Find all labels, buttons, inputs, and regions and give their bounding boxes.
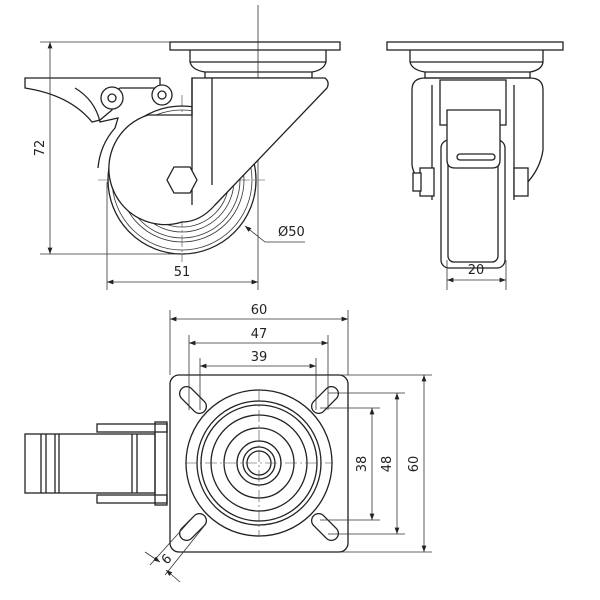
- height-dimension-label: 72: [33, 140, 48, 157]
- front-view: 20: [386, 41, 564, 290]
- outer-hole-y-label: 48: [380, 456, 395, 473]
- bottom-view: 60 47 39 38 48 60 6: [24, 303, 432, 583]
- mounting-slots: [178, 385, 340, 542]
- slot-width-arrow-b: [165, 569, 181, 583]
- fork-front: [411, 77, 544, 186]
- inner-hole-y-label: 38: [355, 456, 370, 473]
- nut-left: [419, 167, 435, 197]
- outer-hole-x-label: 47: [251, 327, 268, 342]
- brake-lever-bottom: [24, 421, 168, 506]
- wheel-width-label: 20: [468, 263, 485, 278]
- nut-right: [513, 167, 529, 197]
- diameter-leader: [244, 225, 305, 243]
- inner-hole-x-label: 39: [251, 350, 268, 365]
- plate-width-label: 60: [251, 303, 268, 318]
- plate-height-label: 60: [407, 456, 422, 473]
- offset-dimension-label: 51: [174, 265, 191, 280]
- fork-side: [108, 77, 329, 226]
- top-plate-side: [169, 41, 341, 79]
- side-view: 72 51 Ø50: [24, 5, 341, 290]
- axle-nut-icon: [166, 166, 198, 194]
- wheel-diameter-label: Ø50: [278, 225, 305, 240]
- brake-slot: [456, 153, 496, 161]
- slot-width-arrow-a: [144, 551, 161, 563]
